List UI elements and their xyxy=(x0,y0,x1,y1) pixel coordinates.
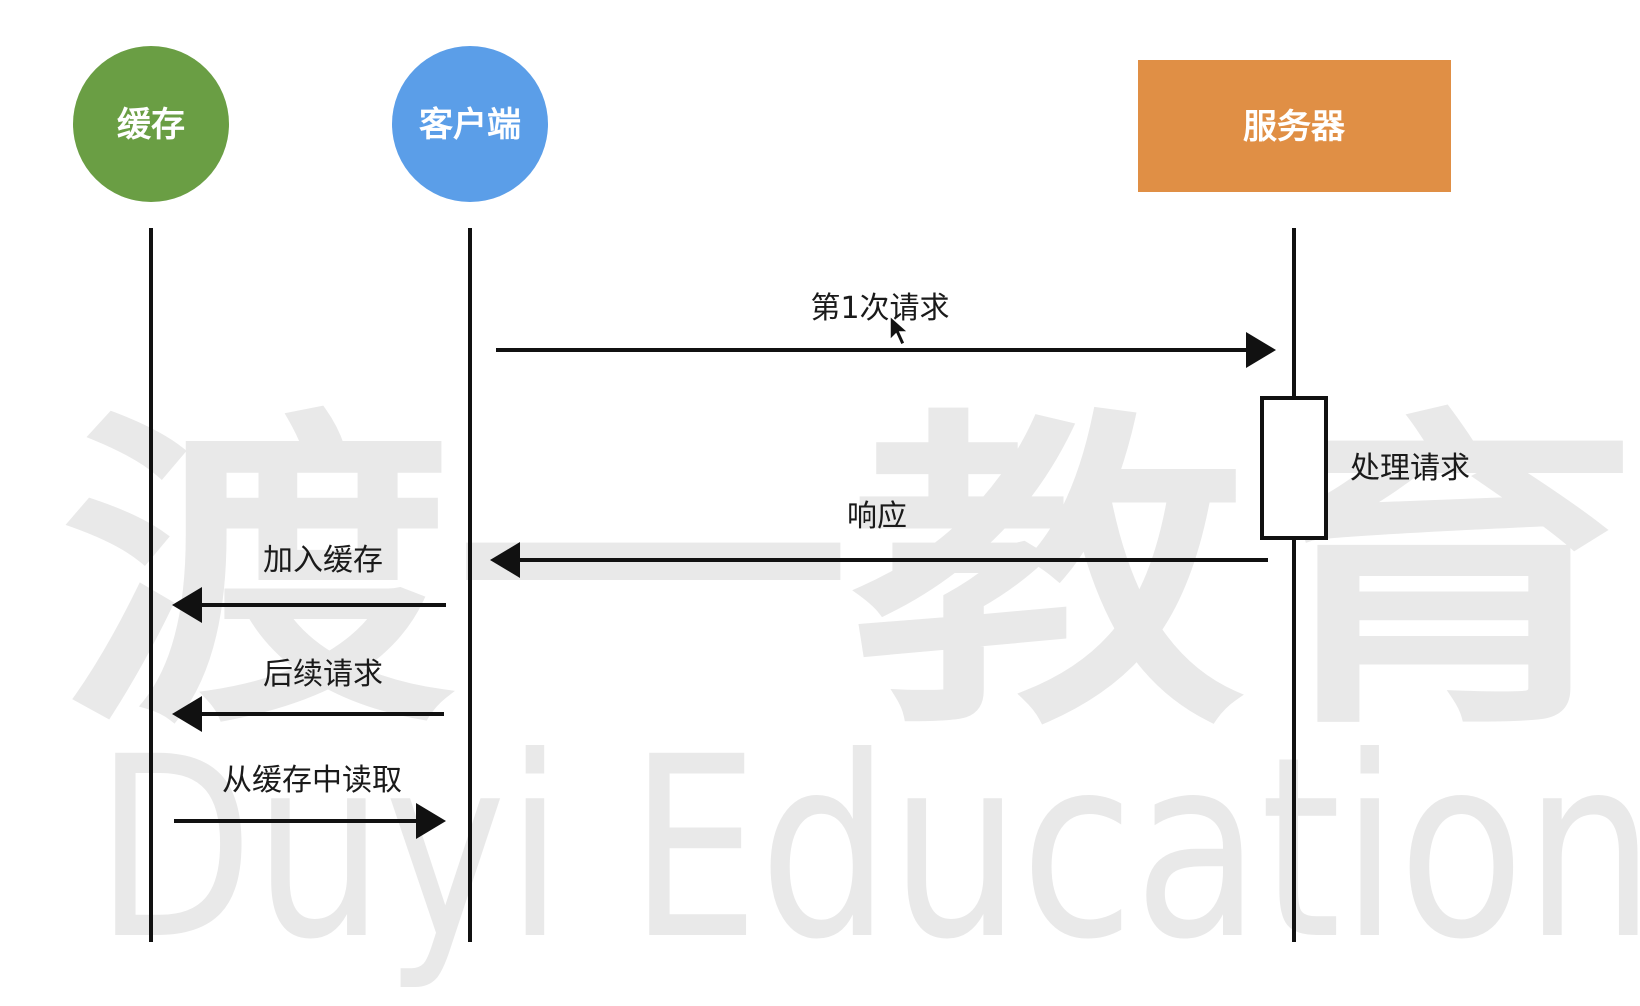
watermark-chinese: 渡一教育 xyxy=(60,384,1640,768)
read-from-cache-label: 从缓存中读取 xyxy=(222,763,402,798)
participant-cache: 缓存 xyxy=(73,46,229,202)
message-response: 响应 xyxy=(490,499,1268,578)
first-request-arrowhead xyxy=(1246,332,1276,368)
mouse-cursor-icon xyxy=(889,314,910,347)
cache-node-label: 缓存 xyxy=(117,105,185,145)
message-add-to-cache: 加入缓存 xyxy=(172,543,446,623)
client-node-label: 客户端 xyxy=(419,105,521,145)
participant-client: 客户端 xyxy=(392,46,548,202)
message-first-request: 第1次请求 xyxy=(496,291,1276,368)
activation-label: 处理请求 xyxy=(1350,451,1470,486)
response-arrowhead xyxy=(490,542,520,578)
watermark-english: Duyi Education xyxy=(95,703,1640,994)
message-read-from-cache: 从缓存中读取 xyxy=(174,763,446,839)
subsequent-request-label: 后续请求 xyxy=(263,657,383,692)
first-request-label: 第1次请求 xyxy=(810,291,949,326)
client-node-circle xyxy=(392,46,548,202)
subsequent-request-arrowhead xyxy=(172,696,202,732)
participant-server: 服务器 xyxy=(1138,60,1451,192)
server-node-rect xyxy=(1138,60,1451,192)
read-from-cache-arrowhead xyxy=(416,803,446,839)
add-to-cache-label: 加入缓存 xyxy=(263,543,383,578)
cache-node-circle xyxy=(73,46,229,202)
server-node-label: 服务器 xyxy=(1243,107,1346,147)
response-label: 响应 xyxy=(847,499,907,534)
server-activation-box xyxy=(1260,396,1328,540)
add-to-cache-arrowhead xyxy=(172,587,202,623)
message-subsequent-request: 后续请求 xyxy=(172,657,444,732)
